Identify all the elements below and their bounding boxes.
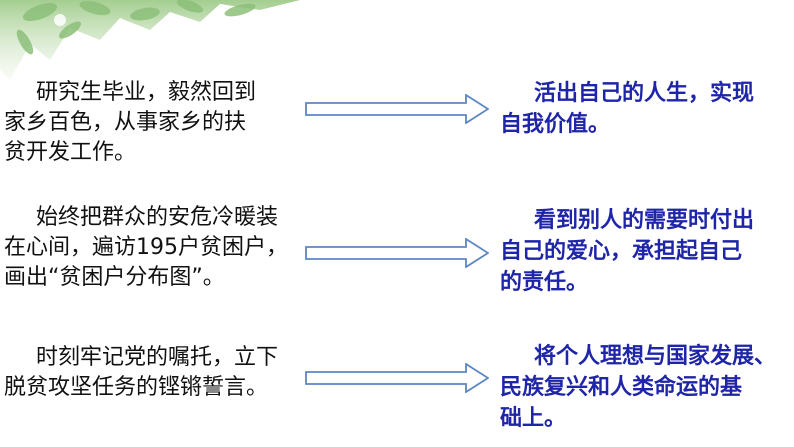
right-arrow-icon	[305, 238, 489, 268]
meaning-1-line-2: 自我价值。	[500, 112, 611, 137]
meaning-1-line-1: 活出自己的人生，实现	[534, 81, 755, 106]
meaning-3-line-1: 将个人理想与国家发展、	[534, 344, 777, 369]
description-3-line-1: 时刻牢记党的嘱托，立下	[36, 345, 279, 370]
meaning-2: 看到别人的需要时付出 自己的爱心，承担起自己 的责任。	[500, 205, 792, 298]
meaning-1: 活出自己的人生，实现 自我价值。	[500, 78, 792, 140]
meaning-2-line-3: 的责任。	[500, 270, 589, 295]
description-3-line-2: 脱贫攻坚任务的铿锵誓言。	[4, 375, 269, 400]
description-1-line-1: 研究生毕业，毅然回到	[36, 80, 257, 105]
description-2-line-1: 始终把群众的安危冷暖装	[36, 205, 279, 230]
description-2: 始终把群众的安危冷暖装 在心间，遍访195户贫困户， 画出“贫困户分布图”。	[4, 203, 304, 293]
right-arrow-icon	[305, 363, 489, 393]
meaning-3-line-3: 础上。	[500, 406, 567, 431]
description-1: 研究生毕业，毅然回到 家乡百色，从事家乡的扶 贫开发工作。	[4, 78, 304, 168]
meaning-3: 将个人理想与国家发展、 民族复兴和人类命运的基 础上。	[500, 341, 792, 434]
meaning-2-line-2: 自己的爱心，承担起自己	[500, 239, 743, 264]
leaf-decoration-icon	[0, 0, 300, 80]
description-3: 时刻牢记党的嘱托，立下 脱贫攻坚任务的铿锵誓言。	[4, 343, 304, 403]
meaning-2-line-1: 看到别人的需要时付出	[534, 208, 755, 233]
meaning-3-line-2: 民族复兴和人类命运的基	[500, 375, 743, 400]
description-1-line-3: 贫开发工作。	[4, 140, 137, 165]
description-2-line-3: 画出“贫困户分布图”。	[4, 265, 225, 290]
description-1-line-2: 家乡百色，从事家乡的扶	[4, 110, 247, 135]
right-arrow-icon	[305, 94, 489, 124]
description-2-line-2: 在心间，遍访195户贫困户，	[4, 235, 288, 260]
